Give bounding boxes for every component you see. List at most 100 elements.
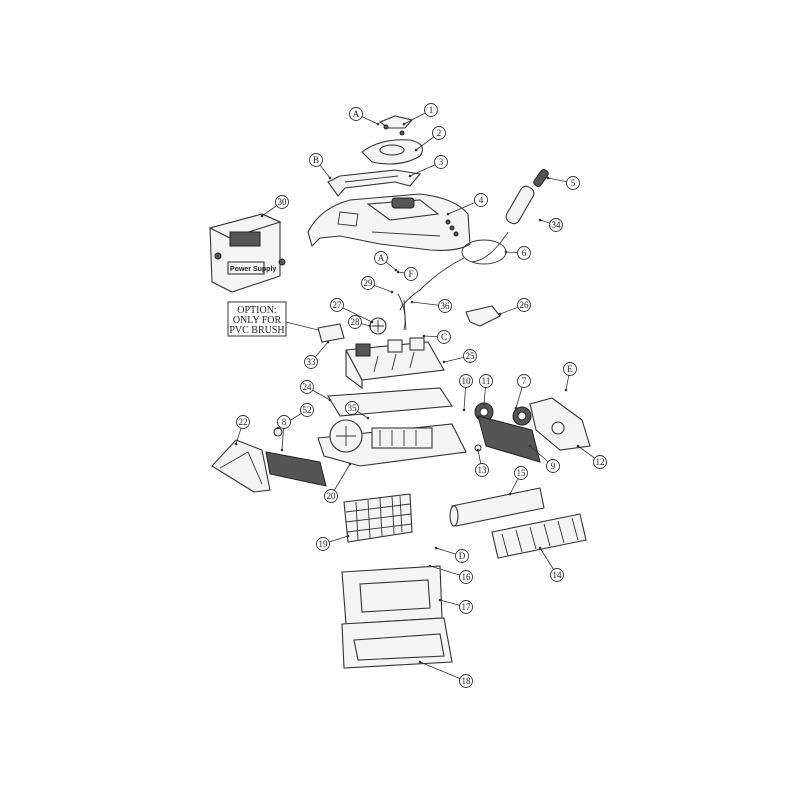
leader-dot <box>508 492 512 496</box>
callout-label: 11 <box>482 376 491 386</box>
leader-dot <box>368 324 372 328</box>
callout-circle <box>309 153 323 167</box>
callout-label: 17 <box>462 602 472 612</box>
leader-dot <box>276 426 280 430</box>
part-impeller <box>369 293 407 335</box>
callout-label: 22 <box>239 417 248 427</box>
callout-label: 27 <box>333 300 343 310</box>
leader-dot <box>348 462 352 466</box>
leader-dot <box>504 250 508 254</box>
callout-circle <box>514 466 528 480</box>
leader-dot <box>280 448 284 452</box>
leader-dot <box>346 534 350 538</box>
leader-dot <box>414 148 418 152</box>
callout-label: F <box>408 269 413 279</box>
callout-label: 30 <box>278 197 288 207</box>
leader-dot <box>326 340 330 344</box>
leader-dot <box>328 176 332 180</box>
leader-dot <box>410 300 414 304</box>
part-main-hood <box>307 193 471 251</box>
part-brush-clip <box>317 323 345 343</box>
callout-circle <box>324 489 338 503</box>
part-side-clip <box>465 305 501 327</box>
part-chassis-top <box>327 387 453 417</box>
callout-circle <box>434 155 448 169</box>
leader-dot <box>514 406 518 410</box>
callout-circle <box>438 299 452 313</box>
callout-label: 33 <box>307 357 317 367</box>
callout-circle <box>236 415 250 429</box>
callout-label: 8 <box>282 417 287 427</box>
callout-circle <box>345 401 359 415</box>
callout-label: B <box>313 155 319 165</box>
leader-dot <box>576 444 580 448</box>
callout-label: 4 <box>479 195 484 205</box>
callout-circle <box>300 403 314 417</box>
option-note-line-2: ONLY FOR <box>233 315 282 326</box>
leader-dot <box>328 398 332 402</box>
leader-dot <box>396 270 400 274</box>
callout-circle <box>361 276 375 290</box>
part-chassis-body <box>317 419 467 467</box>
leader-dot <box>370 320 374 324</box>
option-note-box: OPTION: ONLY FOR PVC BRUSH <box>227 301 319 337</box>
callout-label: 25 <box>466 351 476 361</box>
leader-dot <box>538 218 542 222</box>
callout-label: 34 <box>552 220 562 230</box>
callout-label: 20 <box>327 491 337 501</box>
callout-label: C <box>441 332 447 342</box>
callout-circle <box>300 380 314 394</box>
callout-label: 16 <box>462 572 472 582</box>
part-track-left <box>265 451 327 487</box>
callout-circle <box>455 549 469 563</box>
callout-label: 13 <box>478 465 488 475</box>
part-swivel-cable <box>471 169 549 263</box>
leader-dot <box>390 290 394 294</box>
leader-dot <box>438 598 442 602</box>
leader-line <box>419 661 467 682</box>
callout-label: A <box>378 253 385 263</box>
callout-circle <box>304 355 318 369</box>
callout-circle <box>348 315 362 329</box>
callout-label: 15 <box>517 468 527 478</box>
callout-circle <box>463 349 477 363</box>
power-supply-label: Power Supply <box>230 266 276 273</box>
leader-dot <box>538 546 542 550</box>
leader-dot <box>394 268 398 272</box>
callout-circle <box>566 176 580 190</box>
callout-circle <box>459 374 473 388</box>
callout-label: 2 <box>437 128 442 138</box>
callout-circle <box>316 537 330 551</box>
callout-circle <box>374 251 388 265</box>
part-side-panel-right <box>529 397 591 451</box>
leader-dot <box>498 312 502 316</box>
part-side-panel-left <box>211 439 271 493</box>
callout-circle <box>424 103 438 117</box>
callout-circle <box>349 107 363 121</box>
callout-label: 10 <box>462 376 472 386</box>
leader-dot <box>442 360 446 364</box>
leader-dot <box>434 546 438 550</box>
callout-circle <box>550 568 564 582</box>
leader-dot <box>446 212 450 216</box>
part-roller-tube <box>449 487 545 527</box>
callout-label: E <box>567 364 573 374</box>
leader-dot <box>476 448 480 452</box>
callout-circle <box>517 298 531 312</box>
callout-label: 19 <box>319 539 329 549</box>
callout-label: 26 <box>520 300 530 310</box>
leader-dot <box>402 122 406 126</box>
callout-label: A <box>353 109 360 119</box>
callout-circle <box>459 674 473 688</box>
callout-label: 9 <box>551 461 556 471</box>
leader-dot <box>428 564 432 568</box>
callout-label: D <box>459 551 466 561</box>
leader-dot <box>462 408 466 412</box>
leader-dot <box>528 444 532 448</box>
leader-dot <box>376 122 380 126</box>
leader-dot <box>564 388 568 392</box>
callout-label: 12 <box>596 457 605 467</box>
leader-dot <box>408 174 412 178</box>
